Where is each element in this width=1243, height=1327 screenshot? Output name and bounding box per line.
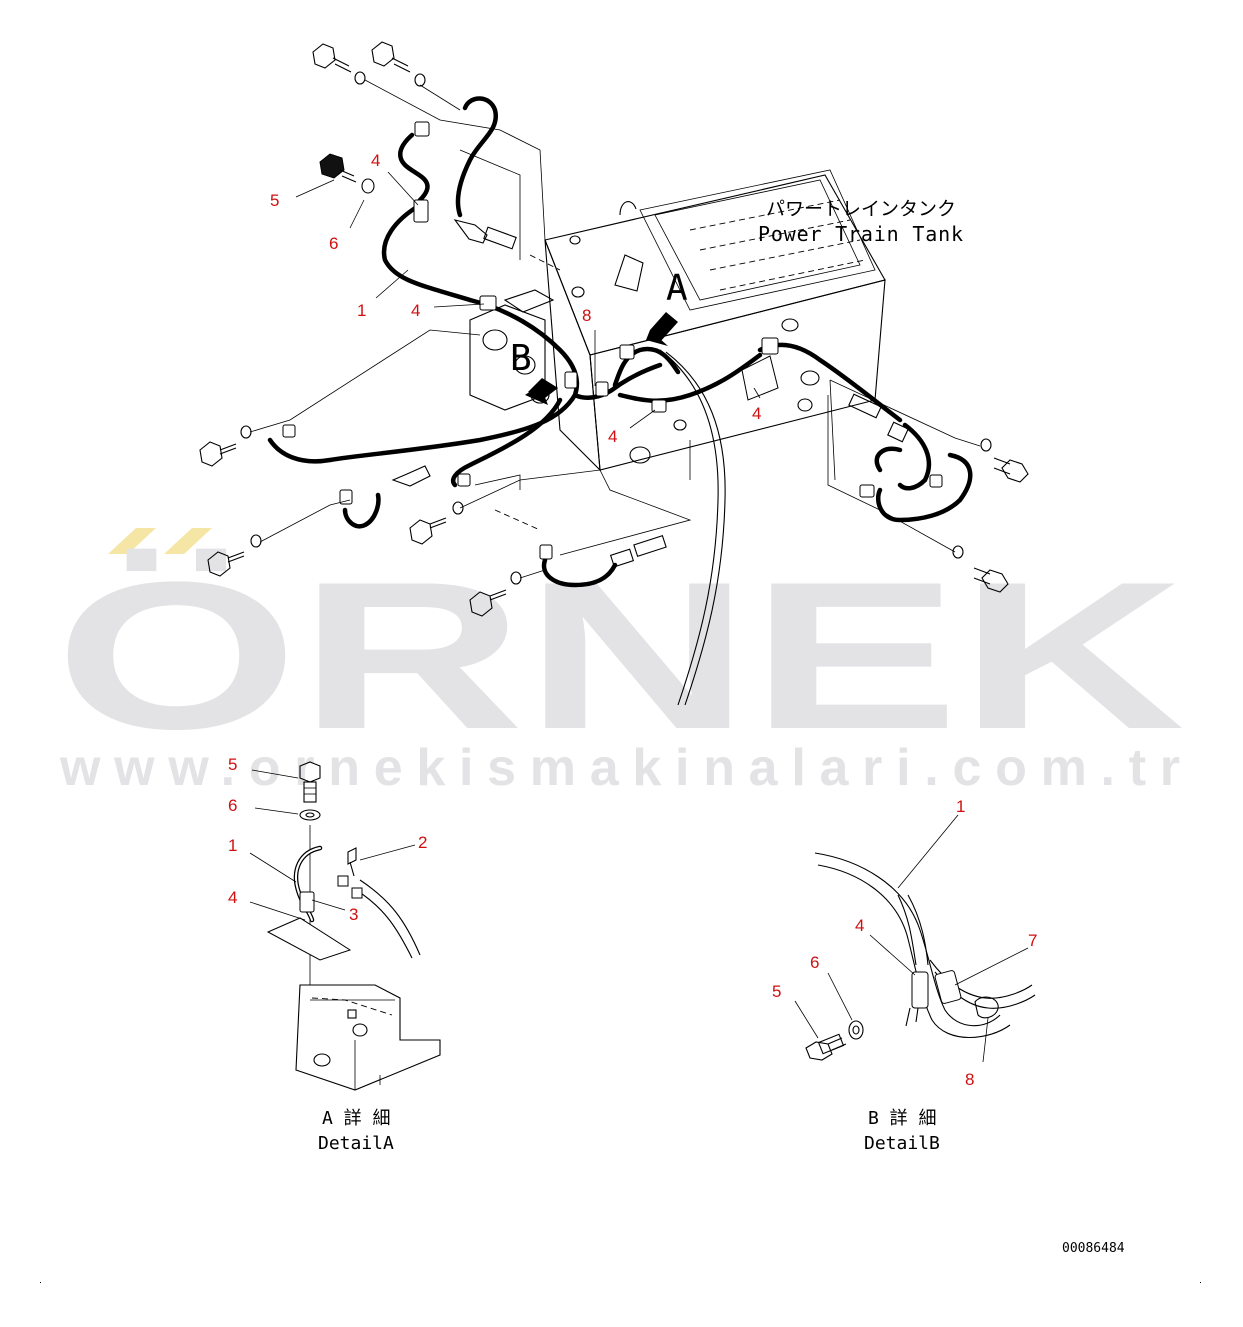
bolt-icon [371,41,426,87]
bolts-and-washers [199,41,1029,617]
bolt-icon [980,438,1029,483]
callout-number: 6 [329,234,338,253]
corner-mark [1200,1282,1201,1283]
callout-number: 4 [371,151,380,170]
callout-number: 6 [810,953,819,972]
sensors [391,219,909,568]
tank-label: パワートレインタンク Power Train Tank [758,198,963,246]
assembly-lines [249,79,981,579]
tank-label-en: Power Train Tank [758,222,963,246]
corner-mark [40,1282,41,1283]
clamps [282,121,943,560]
callout-number: 5 [228,755,237,774]
detail-b-caption-en: DetailB [864,1133,940,1154]
watermark-brand: ÖRNEK [55,538,1185,773]
power-train-tank [544,169,886,481]
callout-number: 1 [228,836,237,855]
callout-number: 5 [772,982,781,1001]
wiring-harness [267,96,973,588]
callout-number: 6 [228,796,237,815]
callout-number: 4 [752,404,761,423]
bolt-icon [312,43,366,85]
bolt-icon [952,545,1009,593]
hanging-tube [659,349,726,706]
tank-label-jp: パワートレインタンク [766,198,956,220]
detail-b-view: 1 4 7 6 5 8 B 詳 細 DetailB [772,797,1037,1154]
callout-number: 1 [357,301,366,320]
callout-leaders [295,171,761,429]
detail-a-view: 5 6 1 2 4 3 A 詳 細 DetailA [228,755,441,1154]
detail-b-caption-jp: B 詳 細 [868,1108,937,1129]
watermark-accent-mark [164,528,212,554]
bolt-icon [299,761,321,803]
callout-number: 2 [418,833,427,852]
watermark-accent-mark [108,528,156,554]
bolt-icon [805,1033,847,1061]
callout-number: 7 [1028,931,1037,950]
callout-number: 4 [608,427,617,446]
bolt-icon [199,425,252,467]
callout-number: 4 [228,888,237,907]
washer-icon [299,809,321,821]
callout-number: 4 [855,916,864,935]
main-callouts: 5 4 6 1 4 8 4 4 [270,151,761,446]
view-label-a: A [666,268,688,309]
callout-number: 4 [411,301,420,320]
callout-number: 3 [349,905,358,924]
callout-number: 8 [582,306,591,325]
bolt-icon [319,153,375,194]
bolt-icon [409,501,464,545]
view-arrow-a: A [646,268,688,346]
callout-number: 8 [965,1070,974,1089]
washer-icon [848,1020,864,1040]
callout-number: 1 [956,797,965,816]
view-arrow-b: B [510,338,558,405]
detail-a-caption-jp: A 詳 細 [322,1108,391,1129]
drawing-number: 00086484 [1062,1241,1125,1256]
view-label-b: B [510,338,532,379]
detail-a-caption-en: DetailA [318,1133,394,1154]
bolt-icon [207,534,262,577]
callout-number: 5 [270,191,279,210]
watermark: ÖRNEK www.ornekismakinalari.com.tr [55,528,1185,797]
main-assembly-view: A B 5 4 6 1 4 8 4 4 [199,41,1029,706]
